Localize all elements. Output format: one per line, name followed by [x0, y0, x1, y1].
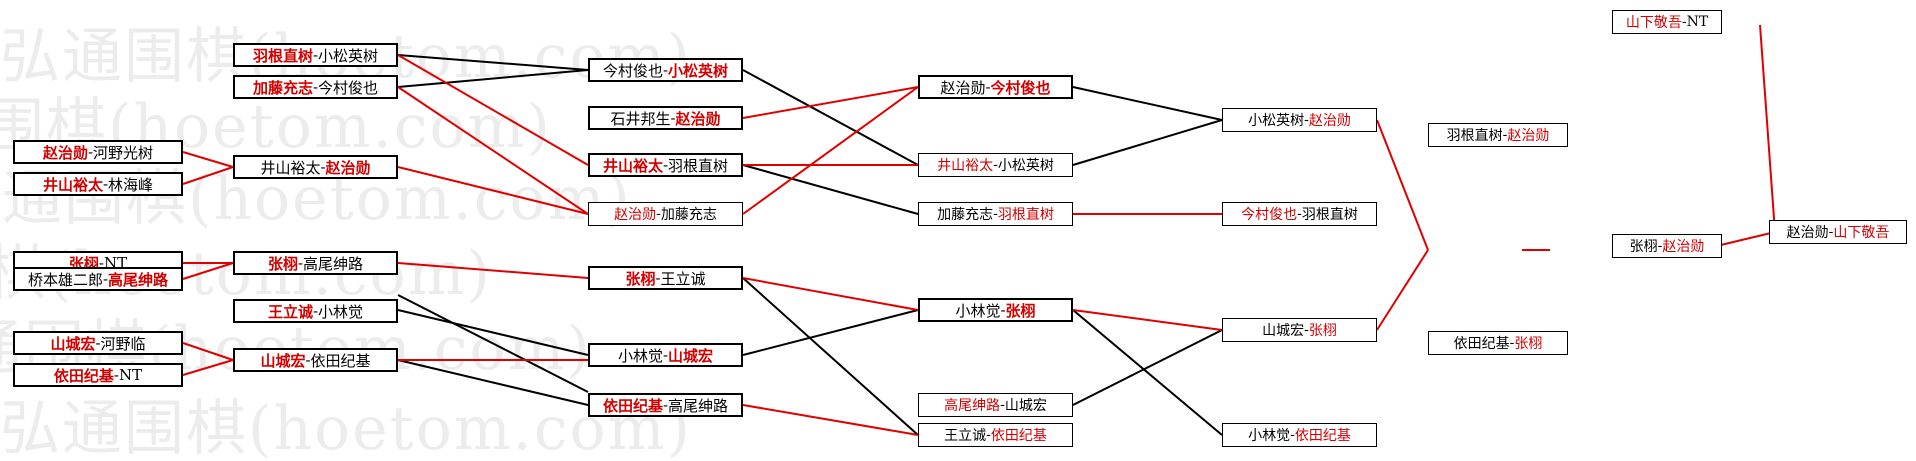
bracket-line: [397, 262, 589, 279]
bracket-line: [182, 151, 234, 168]
match-box: 石井邦生-赵治勋: [588, 106, 743, 130]
match-box: 羽根直树-赵治勋: [1428, 123, 1568, 147]
bracket-line: [397, 309, 589, 356]
match-box: 小林觉-张栩: [918, 298, 1073, 322]
bracket-line: [742, 86, 919, 215]
match-box: 张栩-赵治勋: [1612, 234, 1722, 258]
final-match-box: 赵治勋-山下敬吾: [1769, 220, 1907, 244]
bracket-line: [182, 342, 234, 361]
bracket-line: [182, 262, 234, 280]
match-box: 小林觉-山城宏: [588, 343, 743, 367]
bracket-line: [397, 54, 589, 71]
match-box: 山城宏-依田纪基: [233, 348, 398, 372]
match-box: 王立诚-依田纪基: [918, 423, 1073, 447]
bracket-line: [742, 277, 919, 436]
match-box: 井山裕太-赵治勋: [233, 155, 398, 179]
bracket-line: [742, 277, 919, 311]
match-box: 小松英树-赵治勋: [1222, 108, 1377, 132]
match-box: 井山裕太-羽根直树: [588, 153, 743, 177]
bracket-line: [742, 404, 919, 436]
bracket-line: [1072, 119, 1223, 166]
bracket-line: [742, 69, 919, 166]
match-box: 赵治勋-河野光树: [13, 140, 183, 164]
bracket-line: [397, 69, 589, 88]
bracket-line: [742, 164, 919, 215]
bracket-line: [1376, 119, 1429, 251]
match-box: 张栩-王立诚: [588, 266, 743, 290]
match-box: 山下敬吾-NT: [1612, 10, 1722, 34]
match-box: 桥本雄二郎-高尾绅路: [13, 267, 183, 291]
bracket-line: [1072, 329, 1223, 406]
match-box: 山城宏-张栩: [1222, 318, 1377, 342]
bracket-line: [397, 166, 589, 215]
bracket-line: [1376, 249, 1429, 331]
match-box: 依田纪基-高尾绅路: [588, 393, 743, 417]
match-box: 加藤充志-羽根直树: [918, 202, 1073, 226]
match-box: 加藤充志-今村俊也: [233, 75, 398, 99]
bracket-line: [182, 359, 234, 376]
bracket-line: [182, 166, 234, 185]
bracket-line: [1072, 309, 1223, 331]
match-box: 赵治勋-加藤充志: [588, 202, 743, 226]
bracket-line: [742, 309, 919, 356]
bracket-line: [1072, 309, 1223, 436]
match-box: 小林觉-依田纪基: [1222, 423, 1377, 447]
bracket-line: [397, 359, 589, 406]
match-box: 井山裕太-小松英树: [918, 153, 1073, 177]
match-box: 依田纪基-张栩: [1428, 331, 1568, 355]
match-box: 赵治勋-今村俊也: [918, 75, 1073, 99]
match-box: 王立诚-小林觉: [233, 299, 398, 323]
bracket-line: [1072, 86, 1223, 121]
match-box: 今村俊也-羽根直树: [1222, 202, 1377, 226]
bracket-line: [397, 54, 589, 166]
bracket-line: [1759, 24, 1776, 233]
match-box: 今村俊也-小松英树: [588, 58, 743, 82]
bracket-line: [742, 86, 919, 119]
match-box: 羽根直树-小松英树: [233, 43, 398, 67]
match-box: 山城宏-河野临: [13, 331, 183, 355]
match-box: 高尾绅路-山城宏: [918, 393, 1073, 417]
match-box: 张栩-高尾绅路: [233, 251, 398, 275]
match-box: 依田纪基-NT: [13, 363, 183, 387]
bracket-line: [397, 294, 589, 393]
bracket-line: [397, 86, 589, 215]
match-box: 井山裕太-林海峰: [13, 172, 183, 196]
